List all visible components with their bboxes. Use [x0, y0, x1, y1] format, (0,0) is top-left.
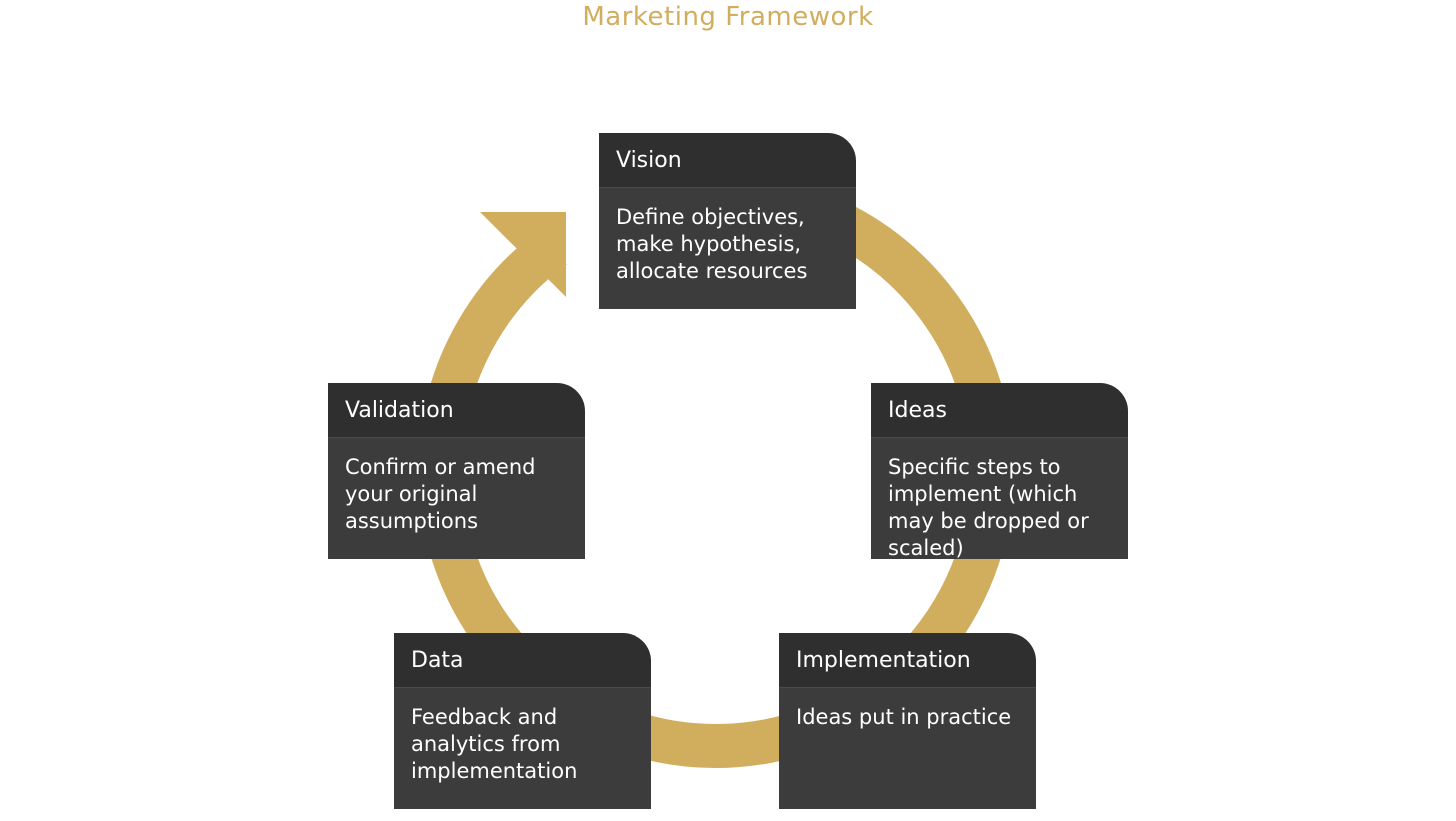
- step-title: Validation: [328, 383, 585, 438]
- diagram-title: Marketing Framework: [582, 2, 874, 32]
- step-description: Specific steps to implement (which may b…: [871, 438, 1128, 559]
- step-title: Implementation: [779, 633, 1036, 688]
- step-title: Vision: [599, 133, 856, 188]
- step-description: Ideas put in practice: [779, 688, 1036, 809]
- step-description: Define objectives, make hypothesis, allo…: [599, 188, 856, 309]
- step-description: Confirm or amend your original assumptio…: [328, 438, 585, 559]
- step-card-data: Data Feedback and analytics from impleme…: [394, 633, 651, 810]
- step-title: Data: [394, 633, 651, 688]
- step-card-implementation: Implementation Ideas put in practice: [779, 633, 1036, 810]
- step-title: Ideas: [871, 383, 1128, 438]
- step-card-vision: Vision Define objectives, make hypothesi…: [599, 133, 856, 310]
- step-card-ideas: Ideas Specific steps to implement (which…: [871, 383, 1128, 560]
- step-description: Feedback and analytics from implementati…: [394, 688, 651, 809]
- step-card-validation: Validation Confirm or amend your origina…: [328, 383, 585, 560]
- arrow-head-icon: [480, 212, 566, 297]
